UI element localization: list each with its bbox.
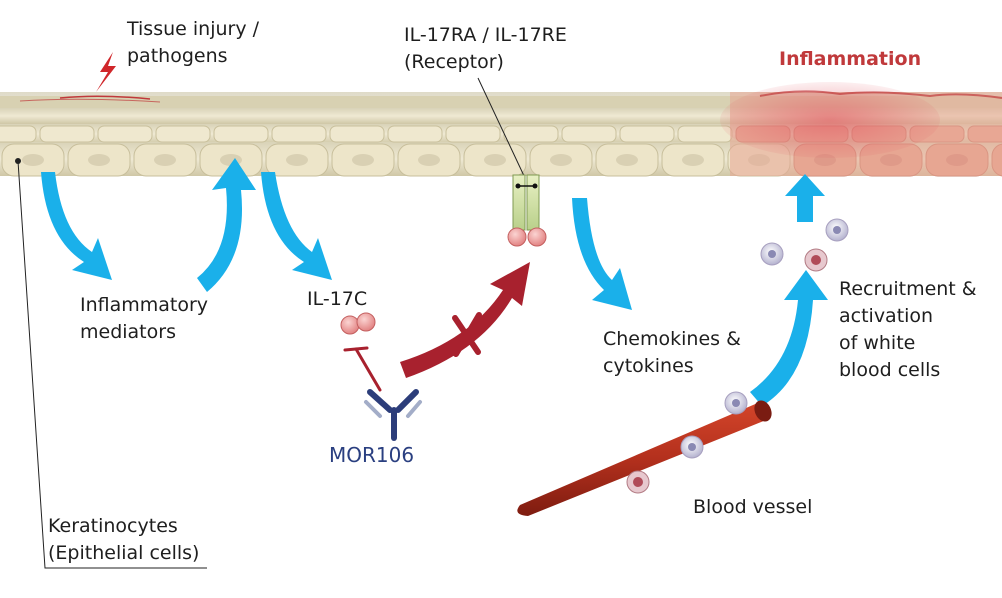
receptor-label: IL-17RA / IL-17RE (Receptor) <box>404 22 567 76</box>
keratinocyte-cell-upper <box>561 125 617 143</box>
keratinocyte-cell-upper <box>387 125 443 143</box>
keratinocyte-cell-upper <box>445 125 501 143</box>
keratinocytes-label: Keratinocytes (Epithelial cells) <box>48 513 199 567</box>
keratinocyte-cell-upper <box>39 125 95 143</box>
cell-nucleus <box>286 154 308 166</box>
keratinocyte-pointer-line <box>17 160 207 569</box>
tissue-injury-line-1: Tissue injury / <box>127 18 260 40</box>
receptor-pointer-line <box>477 77 526 179</box>
lightning-bolt-icon <box>96 52 116 92</box>
keratinocyte-cell-upper <box>213 125 269 143</box>
arrow-to-chemokines <box>572 198 632 310</box>
il17c-label: IL-17C <box>307 288 368 310</box>
chemokines-line-1: Chemokines & <box>603 328 741 350</box>
keratinocyte-cell-upper <box>0 125 37 143</box>
keratinocytes-line-1: Keratinocytes <box>48 515 178 537</box>
cell-nucleus <box>22 154 44 166</box>
cell-nucleus <box>88 154 110 166</box>
il17-receptor-icon <box>507 174 547 247</box>
recruitment-label: Recruitment & activation of white blood … <box>839 276 977 384</box>
recruitment-line-4: blood cells <box>839 359 941 381</box>
keratinocyte-pointer-dot <box>15 158 21 164</box>
arrow-to-inflammation <box>785 174 825 222</box>
cell-nucleus <box>154 154 176 166</box>
keratinocyte-cell-upper <box>155 125 211 143</box>
antibody-icon <box>364 389 422 441</box>
mor106-label: MOR106 <box>329 443 415 467</box>
chemokines-label: Chemokines & cytokines <box>603 326 741 380</box>
receptor-line-1: IL-17RA / IL-17RE <box>404 24 567 46</box>
inflammation-label: Inflammation <box>779 48 922 70</box>
blocked-arrow <box>400 262 530 378</box>
keratinocyte-cell-upper <box>329 125 385 143</box>
epithelium-layer <box>0 82 1002 182</box>
recruitment-line-3: of white <box>839 332 916 354</box>
keratinocyte-cell-upper <box>97 125 153 143</box>
cell-nucleus <box>682 154 704 166</box>
mediators-line-2: mediators <box>80 321 176 343</box>
keratinocyte-cell-upper <box>503 125 559 143</box>
chemokines-line-2: cytokines <box>603 355 694 377</box>
inhibition-icon <box>343 346 382 392</box>
keratinocytes-line-2: (Epithelial cells) <box>48 542 200 564</box>
cell-nucleus <box>616 154 638 166</box>
cell-nucleus <box>550 154 572 166</box>
arrow-to-mediators <box>41 172 112 280</box>
white-blood-cells <box>760 218 849 272</box>
arrow-to-cells <box>197 158 256 292</box>
arrow-recruitment <box>750 270 828 406</box>
keratinocyte-cell-upper <box>619 125 675 143</box>
recruitment-line-2: activation <box>839 305 934 327</box>
cell-nucleus <box>352 154 374 166</box>
arrow-to-il17c <box>261 172 332 280</box>
recruitment-line-1: Recruitment & <box>839 278 977 300</box>
blood-vessel-label: Blood vessel <box>693 496 813 518</box>
inflammatory-mediators-label: Inflammatory mediators <box>80 292 208 346</box>
tissue-injury-line-2: pathogens <box>127 45 228 67</box>
flow-arrows <box>41 158 828 406</box>
il17c-molecule-icon <box>340 312 376 335</box>
mediators-line-1: Inflammatory <box>80 294 209 316</box>
cell-nucleus <box>484 154 506 166</box>
tissue-injury-label: Tissue injury / pathogens <box>127 16 259 70</box>
blood-vessel-icon <box>517 391 772 516</box>
receptor-line-2: (Receptor) <box>404 51 504 73</box>
cell-nucleus <box>418 154 440 166</box>
keratinocyte-cell-upper <box>271 125 327 143</box>
